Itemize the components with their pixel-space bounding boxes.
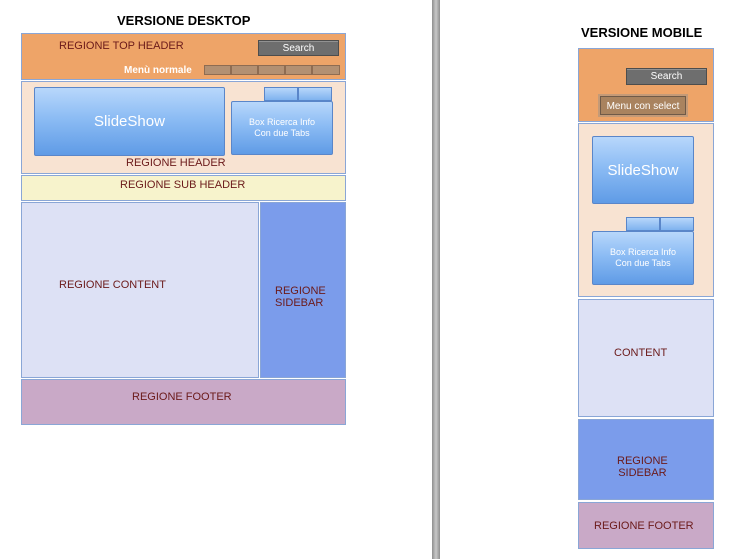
mobile-slideshow: SlideShow xyxy=(592,136,694,204)
mobile-box-label-line1: Box Ricerca Info xyxy=(609,247,677,257)
desktop-search-info-box: Box Ricerca Info Con due Tabs xyxy=(231,101,333,155)
desktop-title: VERSIONE DESKTOP xyxy=(117,13,251,28)
desktop-sidebar-label-line1: REGIONE xyxy=(275,285,326,297)
mobile-search-button[interactable]: Search xyxy=(626,68,707,85)
mobile-sidebar-label-line2: SIDEBAR xyxy=(618,467,667,479)
desktop-menu-item[interactable] xyxy=(258,65,285,75)
desktop-menu-item[interactable] xyxy=(312,65,340,75)
mobile-sidebar-label-line1: REGIONE xyxy=(617,455,668,467)
desktop-sidebar-region xyxy=(260,202,346,378)
desktop-menu-bar xyxy=(204,65,340,75)
desktop-menu-item[interactable] xyxy=(285,65,312,75)
desktop-header-label: REGIONE HEADER xyxy=(126,157,226,169)
mobile-title: VERSIONE MOBILE xyxy=(581,25,703,40)
desktop-footer-region xyxy=(21,379,346,425)
mobile-box-tab-1[interactable] xyxy=(626,217,660,231)
mobile-menu-select[interactable]: Menu con select xyxy=(600,96,686,115)
desktop-sidebar-label: REGIONE SIDEBAR xyxy=(275,285,326,309)
mobile-sidebar-label: REGIONE SIDEBAR xyxy=(617,455,668,479)
desktop-box-tab-1[interactable] xyxy=(264,87,298,101)
desktop-box-tab-2[interactable] xyxy=(298,87,332,101)
mobile-search-info-box: Box Ricerca Info Con due Tabs xyxy=(592,231,694,285)
desktop-search-button[interactable]: Search xyxy=(258,40,339,56)
mobile-footer-label: REGIONE FOOTER xyxy=(594,520,694,532)
desktop-sub-header-label: REGIONE SUB HEADER xyxy=(120,179,246,191)
mobile-box-tab-2[interactable] xyxy=(660,217,694,231)
desktop-box-label-line2: Con due Tabs xyxy=(254,128,310,138)
desktop-top-header-label: REGIONE TOP HEADER xyxy=(59,40,184,52)
mobile-box-label-line2: Con due Tabs xyxy=(615,258,671,268)
desktop-sidebar-label-line2: SIDEBAR xyxy=(275,297,324,309)
desktop-content-region xyxy=(21,202,259,378)
desktop-footer-label: REGIONE FOOTER xyxy=(132,391,232,403)
desktop-sub-header-region xyxy=(21,175,346,201)
section-divider xyxy=(432,0,440,559)
desktop-slideshow: SlideShow xyxy=(34,87,225,156)
desktop-menu-item[interactable] xyxy=(204,65,231,75)
desktop-menu-item[interactable] xyxy=(231,65,258,75)
desktop-menu-label: Menù normale xyxy=(124,65,192,76)
mobile-sidebar-region xyxy=(578,419,714,500)
desktop-content-label: REGIONE CONTENT xyxy=(59,279,166,291)
mobile-content-region xyxy=(578,299,714,417)
mobile-footer-region xyxy=(578,502,714,549)
mobile-content-label: CONTENT xyxy=(614,347,668,359)
desktop-box-label-line1: Box Ricerca Info xyxy=(248,117,316,127)
